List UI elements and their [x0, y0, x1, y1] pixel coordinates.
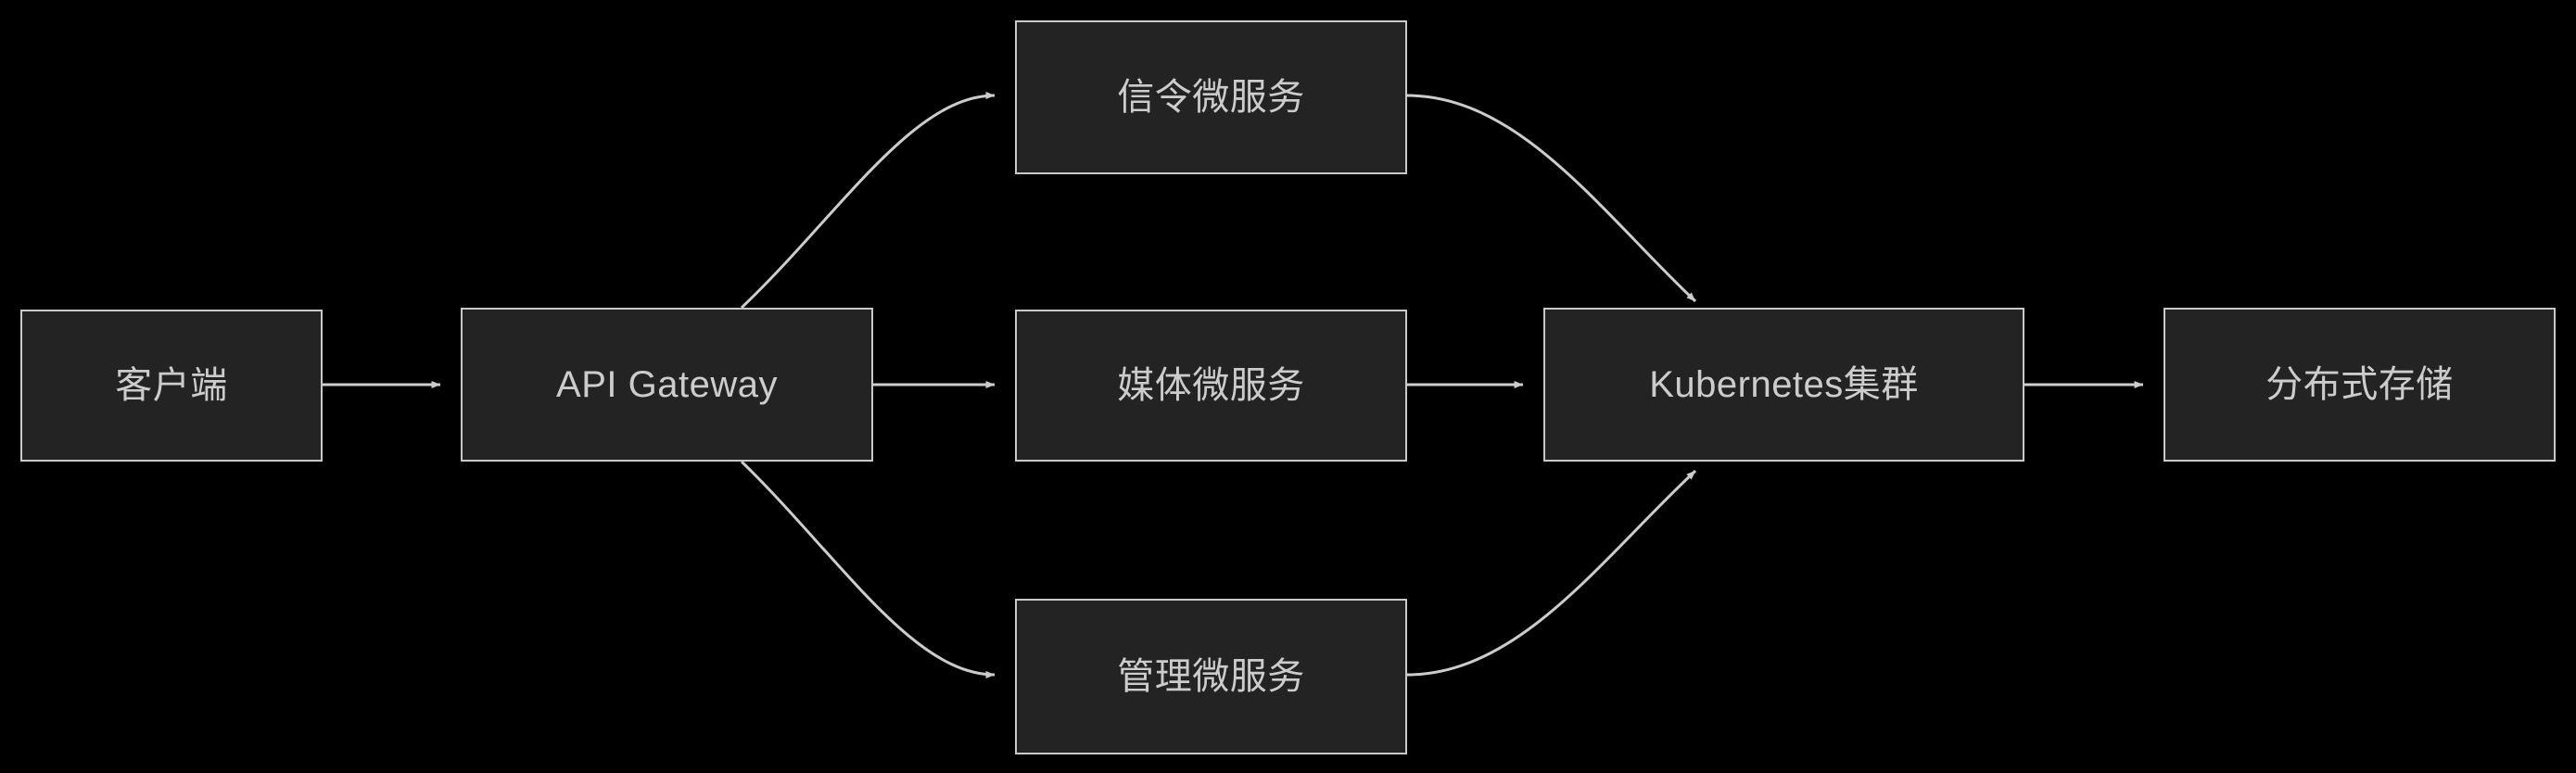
node-management-microservice-label: 管理微服务: [1117, 656, 1305, 697]
node-distributed-storage[interactable]: 分布式存储: [2164, 308, 2556, 462]
node-api-gateway[interactable]: API Gateway: [461, 308, 873, 462]
node-api-gateway-label: API Gateway: [556, 364, 778, 405]
node-distributed-storage-label: 分布式存储: [2265, 364, 2454, 405]
node-kubernetes-cluster[interactable]: Kubernetes集群: [1543, 308, 2024, 462]
node-management-microservice[interactable]: 管理微服务: [1015, 599, 1407, 754]
edge-gateway-to-management: [740, 460, 996, 678]
node-media-microservice-label: 媒体微服务: [1117, 365, 1305, 406]
node-media-microservice[interactable]: 媒体微服务: [1015, 310, 1407, 462]
edge-gateway-to-signaling: [740, 92, 996, 310]
node-client-label: 客户端: [115, 365, 228, 406]
node-signaling-microservice[interactable]: 信令微服务: [1015, 20, 1407, 174]
edge-management-to-k8s: [1406, 469, 1697, 677]
edge-signaling-to-k8s: [1406, 94, 1697, 303]
node-client[interactable]: 客户端: [20, 310, 323, 462]
node-signaling-microservice-label: 信令微服务: [1117, 77, 1305, 118]
node-kubernetes-cluster-label: Kubernetes集群: [1649, 364, 1919, 405]
